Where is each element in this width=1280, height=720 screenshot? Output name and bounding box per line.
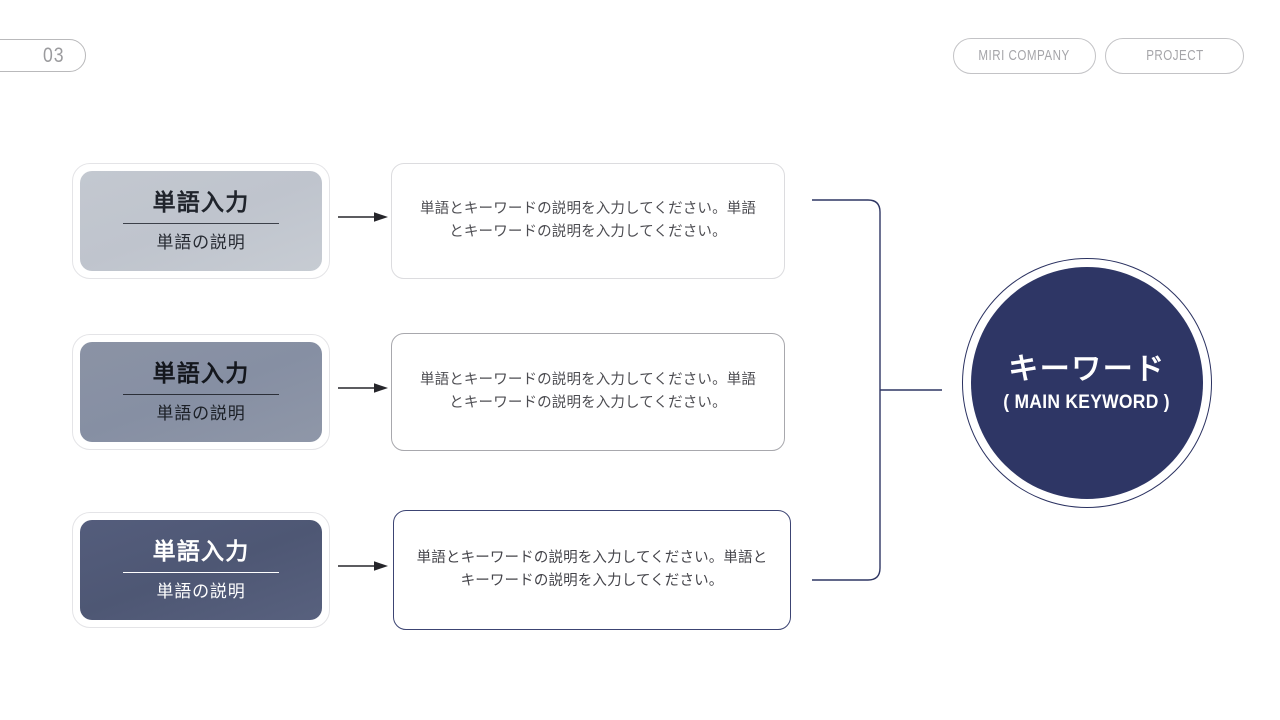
header-pill-project[interactable]: PROJECT bbox=[1105, 38, 1244, 74]
word-label-card-inner: 単語入力 単語の説明 bbox=[80, 520, 322, 620]
description-box[interactable]: 単語とキーワードの説明を入力してください。単語とキーワードの説明を入力してくださ… bbox=[391, 333, 785, 451]
word-label-card-divider bbox=[123, 394, 279, 395]
description-text: 単語とキーワードの説明を入力してください。単語とキーワードの説明を入力してくださ… bbox=[419, 200, 757, 240]
arrow-right-icon bbox=[338, 383, 388, 393]
keyword-circle-body: キーワード ( MAIN KEYWORD ) bbox=[971, 267, 1203, 499]
word-label-card[interactable]: 単語入力 単語の説明 bbox=[72, 512, 330, 628]
word-label-card-subtitle: 単語の説明 bbox=[156, 582, 246, 601]
word-label-card-title: 単語入力 bbox=[152, 189, 250, 215]
word-label-card-subtitle: 単語の説明 bbox=[156, 233, 246, 252]
description-text: 単語とキーワードの説明を入力してください。単語とキーワードの説明を入力してくださ… bbox=[416, 549, 768, 589]
header-pill-company-label: MIRI COMPANY bbox=[978, 48, 1071, 64]
word-label-card[interactable]: 単語入力 単語の説明 bbox=[72, 163, 330, 279]
word-label-card-inner: 単語入力 単語の説明 bbox=[80, 342, 322, 442]
description-text: 単語とキーワードの説明を入力してください。単語とキーワードの説明を入力してくださ… bbox=[419, 371, 757, 411]
page-number-label: 03 bbox=[42, 43, 64, 67]
header-pill-company[interactable]: MIRI COMPANY bbox=[953, 38, 1096, 74]
word-label-card-title: 単語入力 bbox=[152, 538, 250, 564]
word-label-card-subtitle: 単語の説明 bbox=[156, 404, 246, 423]
word-label-card-inner: 単語入力 単語の説明 bbox=[80, 171, 322, 271]
description-box[interactable]: 単語とキーワードの説明を入力してください。単語とキーワードの説明を入力してくださ… bbox=[393, 510, 791, 630]
page-number-badge: 03 bbox=[0, 39, 86, 72]
keyword-circle-title: キーワード bbox=[1008, 352, 1166, 386]
word-label-card-divider bbox=[123, 223, 279, 224]
keyword-circle-subtitle: ( MAIN KEYWORD ) bbox=[1003, 391, 1171, 413]
word-label-card[interactable]: 単語入力 単語の説明 bbox=[72, 334, 330, 450]
arrow-right-icon bbox=[338, 561, 388, 571]
description-box[interactable]: 単語とキーワードの説明を入力してください。単語とキーワードの説明を入力してくださ… bbox=[391, 163, 785, 279]
arrow-right-icon bbox=[338, 212, 388, 222]
connector-bracket bbox=[812, 199, 942, 581]
word-label-card-divider bbox=[123, 572, 279, 573]
keyword-circle[interactable]: キーワード ( MAIN KEYWORD ) bbox=[962, 258, 1212, 508]
header-pill-project-label: PROJECT bbox=[1145, 48, 1204, 64]
word-label-card-title: 単語入力 bbox=[152, 360, 250, 386]
header-bar: 03 MIRI COMPANY PROJECT bbox=[0, 0, 1280, 110]
